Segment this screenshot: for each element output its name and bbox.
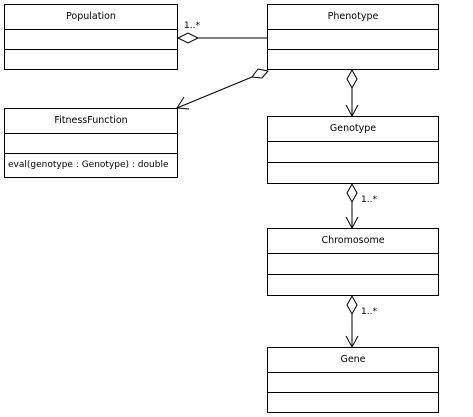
aggregation-diamond: [346, 182, 358, 204]
class-population: Population: [4, 4, 178, 70]
multiplicity-population-phenotype: 1..*: [184, 21, 200, 31]
class-gene: Gene: [267, 347, 439, 413]
aggregation-diamond: [346, 68, 358, 90]
operations-section: [268, 162, 438, 183]
attributes-section: [268, 372, 438, 392]
aggregation-chromosome-gene: 1..*: [345, 294, 377, 349]
class-name-population: Population: [66, 11, 116, 22]
attributes-section: [268, 253, 438, 274]
operation-eval: eval(genotype : Genotype) : double: [5, 153, 177, 177]
operations-section: [268, 49, 438, 69]
class-fitness-function: FitnessFunction eval(genotype : Genotype…: [4, 108, 178, 178]
aggregation-diamond: [251, 68, 269, 79]
aggregation-diamond: [346, 294, 358, 316]
aggregation-diamond: [176, 32, 200, 44]
navigation-arrowhead: [345, 104, 359, 118]
aggregation-phenotype-fitness-function: [176, 68, 269, 110]
attributes-section: [268, 141, 438, 162]
navigation-arrowhead: [345, 216, 359, 230]
attributes-section: [5, 29, 177, 49]
class-name-gene: Gene: [340, 354, 366, 365]
attributes-section: [268, 29, 438, 49]
aggregation-population-phenotype: 1..*: [176, 21, 267, 44]
aggregation-phenotype-genotype: [345, 68, 359, 118]
class-name-fitness-function: FitnessFunction: [54, 115, 128, 126]
class-name-chromosome: Chromosome: [321, 235, 385, 246]
operations-section: [268, 274, 438, 295]
operations-section: [5, 49, 177, 69]
attributes-section: [5, 133, 177, 153]
multiplicity-genotype-chromosome: 1..*: [361, 195, 377, 205]
class-name-phenotype: Phenotype: [327, 11, 379, 22]
multiplicity-chromosome-gene: 1..*: [361, 307, 377, 317]
class-chromosome: Chromosome: [267, 228, 439, 296]
class-phenotype: Phenotype: [267, 4, 439, 70]
class-genotype: Genotype: [267, 116, 439, 184]
association-line: [176, 76, 253, 109]
class-name-genotype: Genotype: [329, 123, 377, 134]
navigation-arrowhead: [176, 96, 190, 110]
operations-section: [268, 392, 438, 412]
aggregation-genotype-chromosome: 1..*: [345, 182, 377, 230]
navigation-arrowhead: [345, 335, 359, 349]
